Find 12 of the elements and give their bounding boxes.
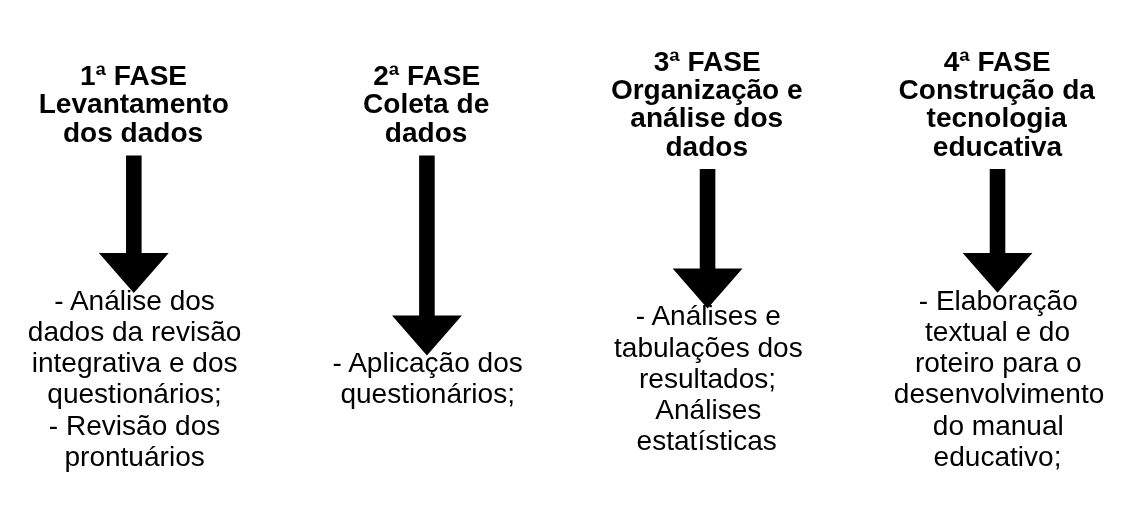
arrow bbox=[672, 168, 743, 308]
arrow bbox=[98, 154, 169, 293]
node-text: - Elaboração textual e do roteiro para o desenvolvimento do manual educativo; bbox=[893, 284, 1105, 472]
node-text: - Análise dos dados da revisão integrativa e dos questionários; - Revisão dos prontuários bbox=[27, 284, 242, 472]
arrow bbox=[962, 168, 1033, 293]
arrow bbox=[392, 154, 462, 355]
node-text: - Aplicação dos questionários; bbox=[332, 346, 523, 409]
node-text: 4ª FASE Construção da tecnologia educativa bbox=[898, 45, 1095, 162]
node-text: 2ª FASE Coleta de dados bbox=[363, 59, 490, 148]
node-text: 1ª FASE Levantamento dos dados bbox=[38, 59, 229, 148]
node-text: - Análises e tabulações dos resultados; Análises estatísticas bbox=[614, 299, 803, 456]
node-text: 3ª FASE Organização e análise dos dados bbox=[610, 45, 803, 162]
